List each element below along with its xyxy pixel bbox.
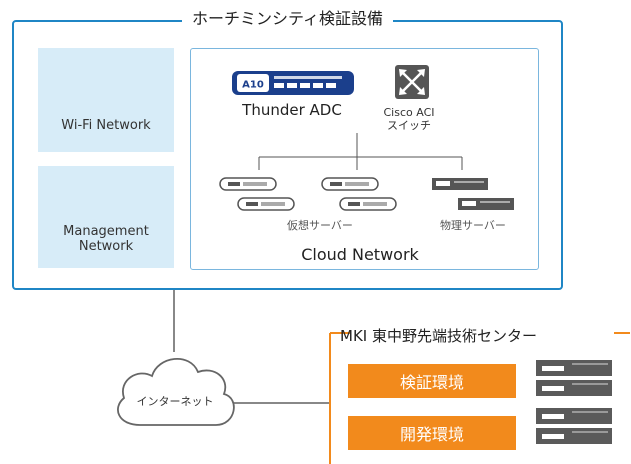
virtual-servers-label: 仮想サーバー: [287, 219, 353, 232]
wifi-network-label: Wi-Fi Network: [61, 118, 151, 133]
cloud-network-label: Cloud Network: [301, 245, 419, 264]
cisco-aci-label-line2: スイッチ: [387, 119, 431, 132]
physical-server-icons: [432, 178, 514, 210]
internet-label: インターネット: [136, 395, 214, 408]
thunder-adc-device-icon: A10: [232, 71, 354, 95]
thunder-adc-label: Thunder ADC: [242, 101, 342, 119]
virtual-server-details: [228, 182, 387, 206]
hcmc-facility-title: ホーチミンシティ検証設備: [0, 9, 575, 29]
management-network-panel: Management Network: [38, 166, 174, 268]
development-environment-box: 開発環境: [348, 416, 516, 450]
management-network-label-line1: Management: [63, 224, 149, 239]
cisco-switch-icon: [395, 65, 429, 99]
cisco-aci-label-line1: Cisco ACI: [383, 106, 435, 119]
cisco-aci-label: Cisco ACI スイッチ: [366, 106, 452, 132]
internet-cloud-icon: [117, 357, 235, 426]
mki-center-title: MKI 東中野先端技術センター: [340, 327, 537, 345]
mki-bracket: [329, 332, 630, 464]
cloud-network-panel: [190, 48, 539, 270]
mki-server-rack-icon: [536, 360, 612, 444]
hcmc-facility-title-text: ホーチミンシティ検証設備: [181, 9, 394, 28]
management-network-label-line2: Network: [78, 239, 134, 254]
verification-environment-box: 検証環境: [348, 364, 516, 398]
tree-connectors: [258, 133, 463, 170]
svg-text:A10: A10: [242, 80, 264, 91]
physical-servers-label: 物理サーバー: [440, 219, 506, 232]
wifi-network-panel: Wi-Fi Network: [38, 48, 174, 152]
